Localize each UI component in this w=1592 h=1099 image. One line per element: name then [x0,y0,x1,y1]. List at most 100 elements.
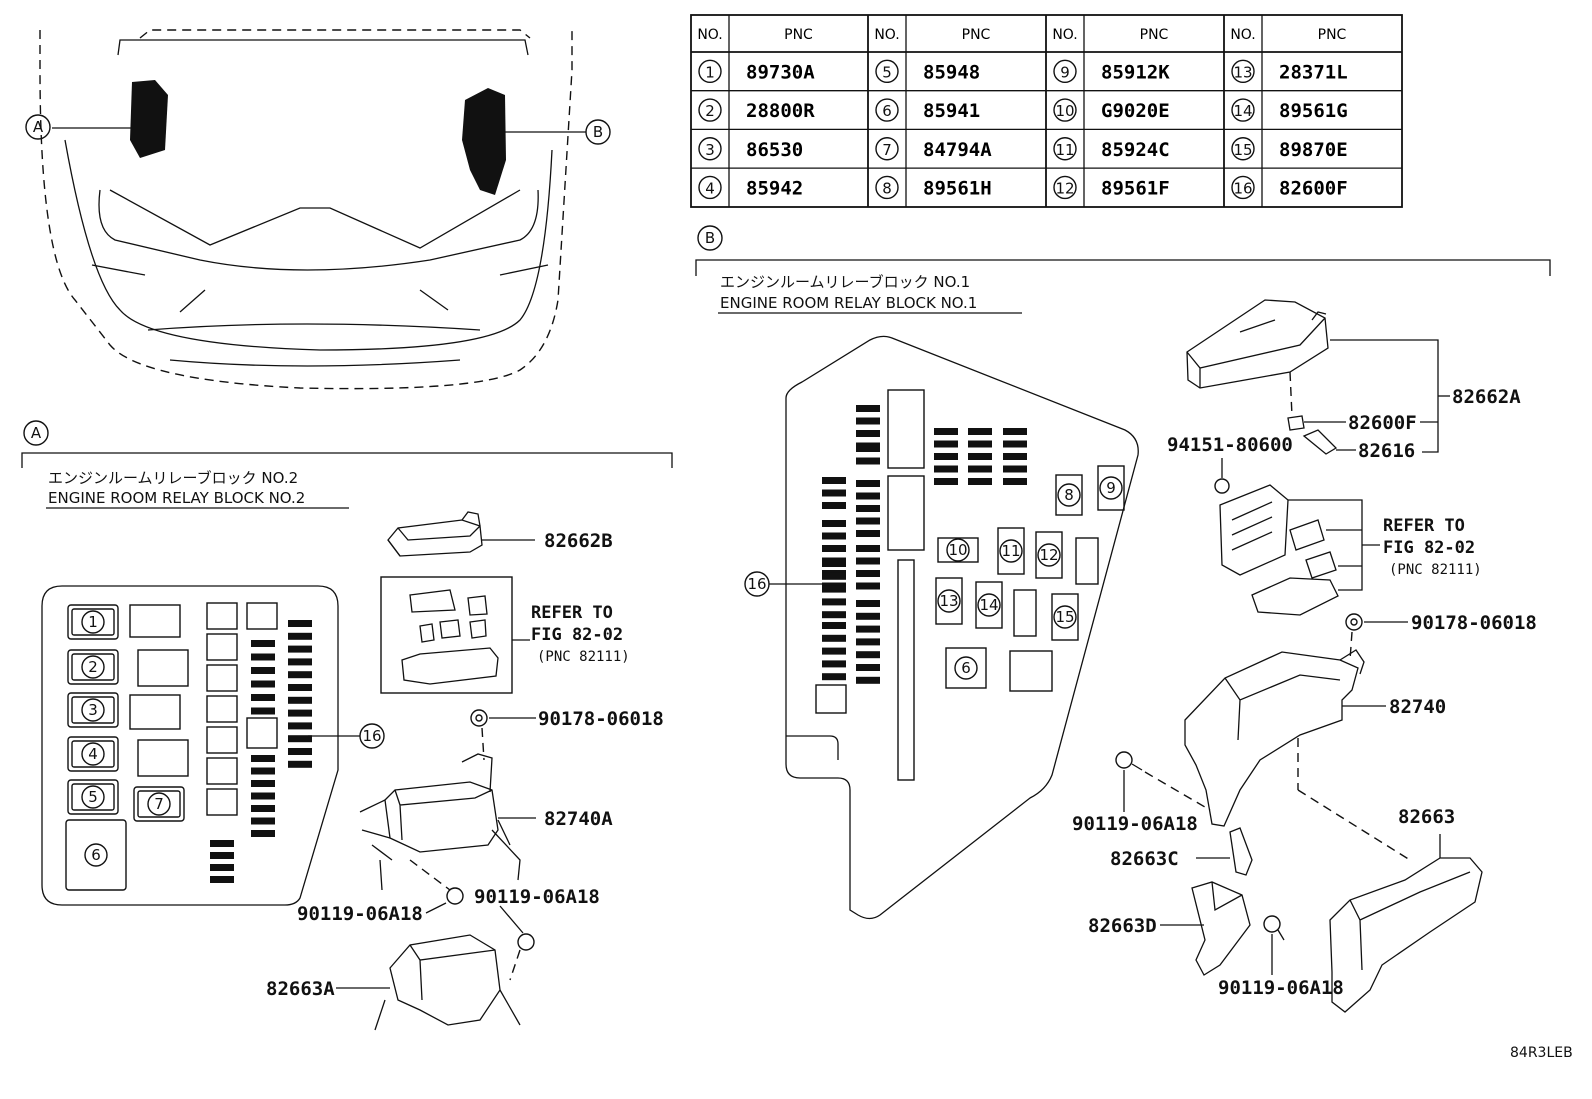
svg-text:FIG 82-02: FIG 82-02 [1383,538,1475,558]
mini-fuse [288,671,312,679]
empty-slot [129,604,181,638]
relay-slot [67,604,119,640]
svg-text:82740: 82740 [1389,696,1446,718]
table-cell-no [1231,137,1255,161]
mini-fuse [251,830,275,837]
mini-fuse [856,457,880,465]
svg-text:90178-06018: 90178-06018 [1411,612,1537,634]
svg-text:90119-06A18: 90119-06A18 [1072,813,1198,835]
mini-fuse [968,440,992,448]
mini-fuse [251,805,275,812]
mini-fuse [1003,440,1027,448]
fuse-slot [206,664,238,692]
mini-fuse [251,653,275,661]
empty-slot [137,649,189,687]
relay-slot [67,779,119,815]
table-header-no: NO. [1052,27,1077,43]
table-cell-no [1053,98,1077,122]
table-cell-pnc: 89561H [923,177,992,199]
refer-box-a: REFER TO FIG 82-02 (PNC 82111) [380,576,630,694]
fuse-slot [1009,650,1053,692]
table-cell-no [1053,175,1077,200]
relay-slot [887,475,925,551]
relay-slot-label: 4 [88,745,98,763]
svg-text:A: A [33,118,44,136]
mini-fuse [822,520,846,527]
svg-text:90178-06018: 90178-06018 [538,708,664,730]
fuse-slot [206,757,238,785]
callout-a-top: A [25,114,51,140]
bolt-90119-06a18-a1: 90119-06A18 [297,887,464,925]
nut-90178-06018-a: 90178-06018 [470,708,664,761]
table-cell-no-label: 6 [882,102,892,120]
fuse-slot [206,788,238,816]
bolt-90119-06a18-b1: 90119-06A18 [1072,751,1211,835]
svg-text:FIG 82-02: FIG 82-02 [531,625,623,645]
relay-slot-label: 15 [1055,608,1074,626]
mini-fuse [856,664,880,671]
mini-fuse [968,478,992,485]
mini-fuse [856,582,880,590]
table-cell-no [1231,59,1255,84]
table-cell-no-label: 3 [705,141,715,159]
table-cell-pnc: 82600F [1279,177,1348,199]
mini-fuse [856,600,880,607]
relay-slot-label: 11 [1001,542,1020,560]
svg-text:82600F: 82600F [1348,412,1417,434]
mini-fuse [288,632,312,640]
mini-fuse [210,876,234,883]
svg-text:82663: 82663 [1398,806,1455,828]
mini-fuse [968,465,992,473]
table-cell-no-label: 8 [882,179,892,197]
svg-text:(PNC 82111): (PNC 82111) [1389,562,1482,578]
svg-text:94151-80600: 94151-80600 [1167,434,1293,456]
mini-fuse [288,748,312,755]
relay-slot [67,649,119,685]
fuse-82600f: 82600F [1287,412,1438,434]
table-cell-no-label: 16 [1233,179,1252,197]
mini-fuse [251,667,275,674]
mini-fuse [822,502,846,509]
mini-fuse [856,430,880,437]
bolt-90119-06a18-b2: 90119-06A18 [1218,915,1344,999]
fuse-slot [1075,537,1099,585]
svg-text:REFER TO: REFER TO [531,603,613,623]
mini-fuse [288,760,312,768]
svg-text:16: 16 [747,575,766,593]
lower-cover-82663a: 82663A [266,934,521,1031]
relay-slot [997,527,1025,575]
table-header-pnc: PNC [1140,27,1169,43]
mini-fuse [822,560,846,567]
mini-fuse [822,545,846,552]
svg-text:A: A [31,424,42,442]
table-cell-no-label: 15 [1233,141,1252,159]
svg-text:90119-06A18: 90119-06A18 [297,903,423,925]
svg-text:B: B [705,229,715,247]
svg-text:90119-06A18: 90119-06A18 [1218,977,1344,999]
bus-bar [897,559,915,781]
relay-slot [975,581,1003,629]
svg-text:82663A: 82663A [266,978,335,1000]
table-cell-no-label: 4 [705,179,715,197]
svg-text:90119-06A18: 90119-06A18 [474,886,600,908]
table-cell-no [698,137,722,161]
callout-b-section: B [697,225,723,251]
fuse-slot [246,717,278,749]
table-cell-no [698,98,722,122]
table-cell-pnc: G9020E [1101,100,1170,122]
table-cell-no-label: 10 [1055,102,1074,120]
relay-slot [65,819,127,891]
mini-fuse [856,638,880,646]
mini-fuse [934,465,958,473]
table-header-pnc: PNC [1318,27,1347,43]
mini-fuse [288,645,312,653]
table-cell-no [698,175,722,200]
relay-slot [133,786,185,822]
table-cell-pnc: 84794A [923,139,992,161]
clip-94151-80600: 94151-80600 [1167,434,1293,494]
callout-b-top: B [585,119,611,145]
section-b-title-en: ENGINE ROOM RELAY BLOCK NO.1 [720,294,977,312]
bolt-90119-06a18-a2: 90119-06A18 [474,886,600,981]
mini-fuse [856,445,880,452]
table-cell-no [875,59,899,84]
